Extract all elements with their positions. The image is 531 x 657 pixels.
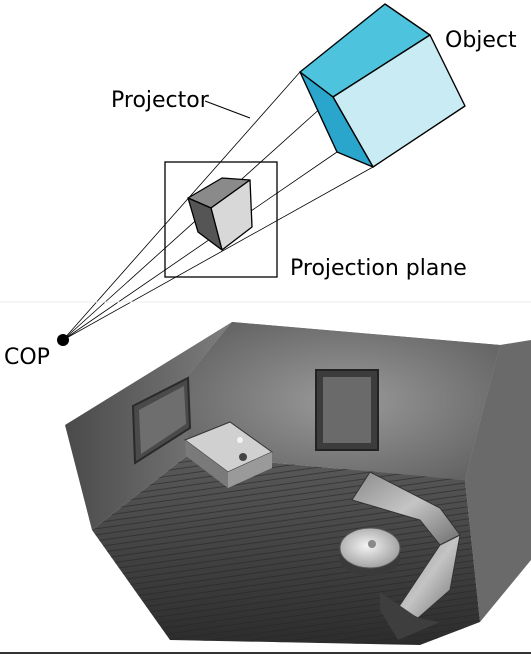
coffee-table-object	[368, 540, 376, 548]
bottom-border	[0, 652, 531, 654]
desk-side	[228, 452, 272, 488]
projected-cube	[187, 177, 253, 251]
projected-cube-side	[187, 197, 223, 251]
desk-bowl	[239, 453, 247, 461]
right-painting	[323, 377, 371, 443]
sofa-base	[380, 592, 440, 640]
projector-line-1	[62, 71, 301, 341]
left-painting	[139, 386, 186, 454]
projection-plane	[164, 161, 278, 278]
projector-leader	[204, 100, 251, 119]
room-right-wall	[465, 340, 531, 622]
desk-object	[237, 437, 243, 443]
desk-front	[185, 440, 228, 488]
object-label: Object	[445, 28, 517, 53]
object-cube-side	[299, 71, 374, 168]
cop-point	[57, 334, 69, 346]
coffee-table-top	[339, 527, 401, 569]
projector-line-4	[62, 151, 338, 341]
cop-label: COP	[4, 345, 50, 370]
projection-plane-label: Projection plane	[290, 256, 467, 281]
projector-line-3	[62, 166, 374, 341]
projector-lines	[62, 71, 374, 341]
object-cube	[299, 3, 466, 168]
room-scene	[65, 322, 531, 645]
projector-label: Projector	[111, 88, 209, 113]
